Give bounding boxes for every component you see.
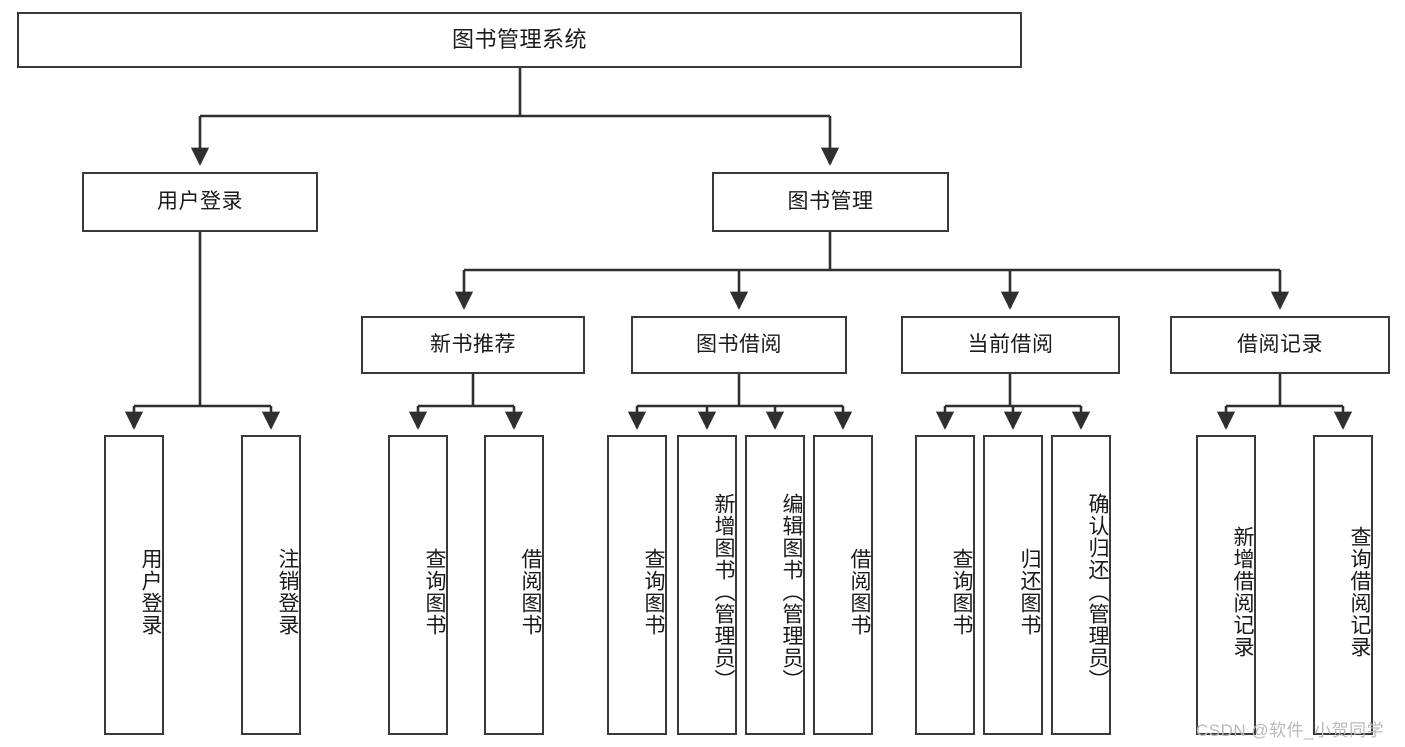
- node-book-borrow-label: 图书借阅: [696, 332, 782, 356]
- node-leaf-borrow-book-label: 借阅图书: [848, 548, 871, 636]
- node-leaf-logout-login-label: 注销登录: [276, 548, 299, 636]
- node-borrow-record[interactable]: 借阅记录: [1170, 316, 1390, 374]
- node-leaf-confirm-return-admin-label: 确认归还（管理员）: [1086, 493, 1109, 691]
- node-leaf-borrow-book-recommend-label: 借阅图书: [519, 548, 542, 636]
- node-book-management[interactable]: 图书管理: [712, 172, 949, 232]
- node-leaf-query-book-recommend[interactable]: 查询图书: [388, 435, 448, 735]
- node-leaf-return-book[interactable]: 归还图书: [983, 435, 1043, 735]
- node-leaf-edit-book-admin-label: 编辑图书（管理员）: [780, 493, 803, 691]
- node-leaf-confirm-return-admin[interactable]: 确认归还（管理员）: [1051, 435, 1111, 735]
- watermark: CSDN @软件_小贺同学: [1196, 721, 1385, 740]
- node-current-borrow[interactable]: 当前借阅: [901, 316, 1120, 374]
- node-leaf-query-book-current-label: 查询图书: [950, 548, 973, 636]
- node-leaf-add-book-admin-label: 新增图书（管理员）: [712, 493, 735, 691]
- node-new-book-recommend-label: 新书推荐: [430, 332, 516, 356]
- node-leaf-query-borrow-record-label: 查询借阅记录: [1348, 526, 1371, 658]
- node-leaf-logout-login[interactable]: 注销登录: [241, 435, 301, 735]
- node-leaf-borrow-book[interactable]: 借阅图书: [813, 435, 873, 735]
- node-leaf-user-login-label: 用户登录: [139, 548, 162, 636]
- node-current-borrow-label: 当前借阅: [967, 332, 1054, 356]
- node-leaf-query-book-borrow-label: 查询图书: [642, 548, 665, 636]
- node-user-login-label: 用户登录: [157, 189, 243, 213]
- node-leaf-borrow-book-recommend[interactable]: 借阅图书: [484, 435, 544, 735]
- node-new-book-recommend[interactable]: 新书推荐: [361, 316, 585, 374]
- node-leaf-edit-book-admin[interactable]: 编辑图书（管理员）: [745, 435, 805, 735]
- node-leaf-query-borrow-record[interactable]: 查询借阅记录: [1313, 435, 1373, 735]
- node-leaf-query-book-current[interactable]: 查询图书: [915, 435, 975, 735]
- node-leaf-user-login[interactable]: 用户登录: [104, 435, 164, 735]
- node-leaf-query-book-borrow[interactable]: 查询图书: [607, 435, 667, 735]
- node-root-label: 图书管理系统: [451, 27, 587, 53]
- node-user-login[interactable]: 用户登录: [82, 172, 318, 232]
- node-leaf-query-book-recommend-label: 查询图书: [423, 548, 446, 636]
- node-book-management-label: 图书管理: [787, 189, 874, 213]
- node-leaf-add-book-admin[interactable]: 新增图书（管理员）: [677, 435, 737, 735]
- node-leaf-add-borrow-record[interactable]: 新增借阅记录: [1196, 435, 1256, 735]
- node-root[interactable]: 图书管理系统: [17, 12, 1022, 68]
- node-borrow-record-label: 借阅记录: [1237, 332, 1323, 356]
- node-book-borrow[interactable]: 图书借阅: [631, 316, 847, 374]
- node-leaf-return-book-label: 归还图书: [1018, 548, 1041, 636]
- node-leaf-add-borrow-record-label: 新增借阅记录: [1231, 526, 1254, 658]
